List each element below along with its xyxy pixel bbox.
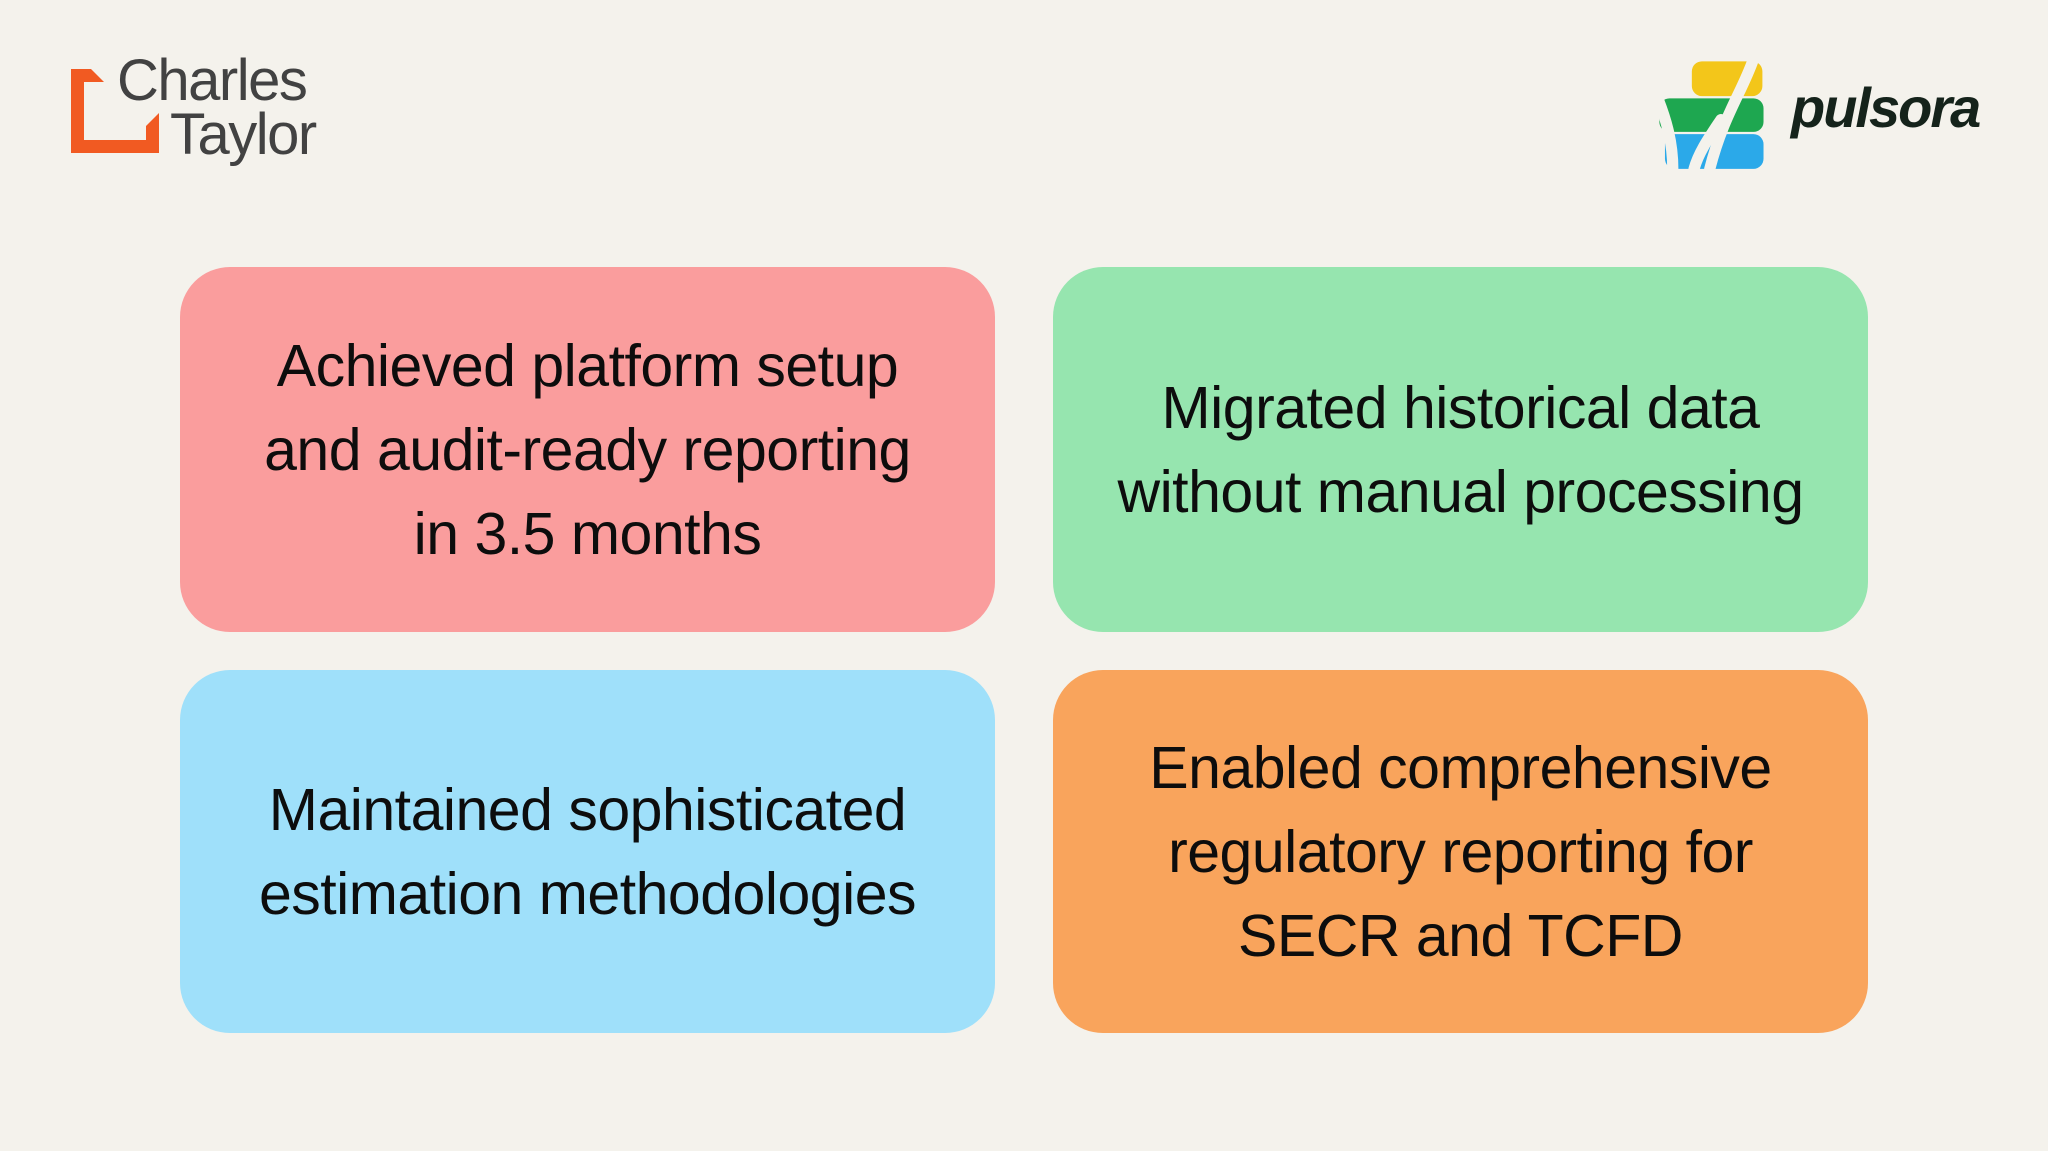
pulsora-mark-icon xyxy=(1656,58,1764,170)
charles-taylor-bracket-shape xyxy=(71,69,159,153)
pulsora-branch-lines xyxy=(1656,58,1760,170)
pulsora-wordmark: pulsora xyxy=(1791,76,1981,139)
achievement-card-achievement-data-migration: Migrated historical data without manual p… xyxy=(1053,267,1868,632)
achievement-card-achievement-regulatory-reporting: Enabled comprehensive regulatory reportin… xyxy=(1053,670,1868,1033)
achievement-card-line: without manual processing xyxy=(1117,458,1804,525)
charles-taylor-mark-icon xyxy=(71,69,159,153)
pulsora-logo: pulsora xyxy=(1640,40,2040,190)
achievement-card-achievement-platform-setup: Achieved platform setup and audit-ready r… xyxy=(180,267,995,632)
charles-taylor-wordmark-line1: Charles xyxy=(117,48,308,113)
achievement-card-line: estimation methodologies xyxy=(258,860,917,927)
achievement-card-text: Enabled comprehensive regulatory reportin… xyxy=(1149,726,1772,978)
achievement-card-text: Achieved platform setup and audit-ready r… xyxy=(264,324,911,576)
achievement-card-line: Migrated historical data xyxy=(1161,374,1760,441)
achievement-card-achievement-estimation-methodologies: Maintained sophisticated estimation metho… xyxy=(180,670,995,1033)
achievement-card-line: and audit-ready reporting xyxy=(264,416,911,483)
achievement-card-line: Enabled comprehensive xyxy=(1149,734,1772,801)
achievement-card-line: Maintained sophisticated xyxy=(268,776,907,843)
achievement-card-line: Achieved platform setup xyxy=(276,332,899,399)
charles-taylor-wordmark-line2: Taylor xyxy=(170,102,317,167)
achievement-card-line: regulatory reporting for xyxy=(1168,818,1753,885)
achievement-card-line: SECR and TCFD xyxy=(1238,902,1683,969)
achievement-card-text: Migrated historical data without manual p… xyxy=(1117,366,1804,534)
charles-taylor-logo: Charles Taylor xyxy=(0,0,420,200)
achievement-card-text: Maintained sophisticated estimation metho… xyxy=(258,768,917,936)
achievement-card-line: in 3.5 months xyxy=(413,500,762,567)
achievements-grid: Achieved platform setup and audit-ready r… xyxy=(180,267,1868,1033)
